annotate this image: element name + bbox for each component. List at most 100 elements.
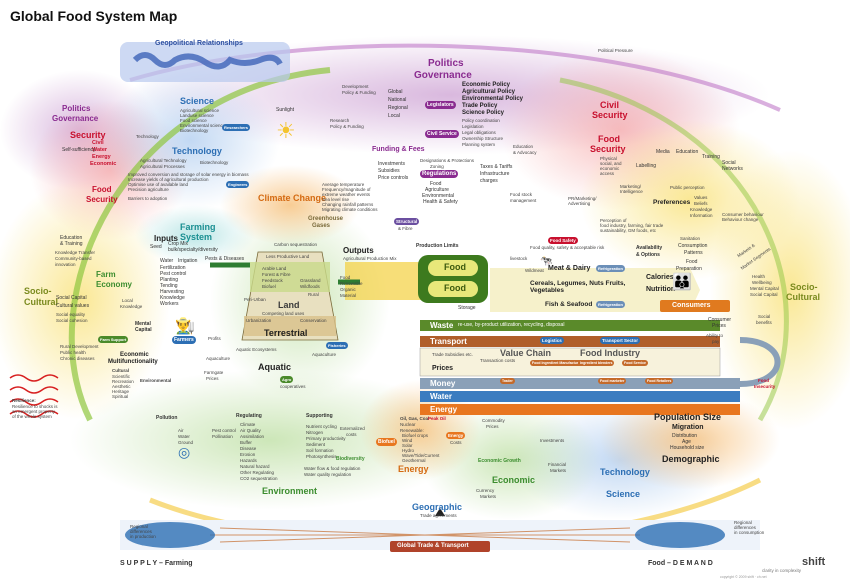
econ-spiritual: Spiritual xyxy=(112,394,129,399)
legislators-badge: Legislators xyxy=(425,101,456,109)
farming-zone xyxy=(135,205,255,265)
financial-1: Financial xyxy=(548,462,567,467)
right-socio-mental: Mental Capital xyxy=(750,286,779,291)
biofuel-badge: Biofuel xyxy=(376,438,397,446)
aquatic-title: Aquatic xyxy=(258,362,292,372)
input-workers: Workers xyxy=(160,301,179,307)
transport-sector-badge: Transport Sector xyxy=(600,337,641,344)
energy-biofuel-crops: Biofuel crops xyxy=(402,433,429,438)
science-bottom-title: Science xyxy=(606,489,641,499)
trade-lines xyxy=(210,527,640,543)
energy-band xyxy=(420,404,740,415)
right-food-security-2: Security xyxy=(590,144,626,154)
input-bulk: bulk/specialty/diversity xyxy=(168,247,218,253)
politics-title: Politics xyxy=(428,58,464,69)
energy-renewable: Renewable: xyxy=(400,428,424,433)
ability-pay-1: Ability to xyxy=(706,333,724,338)
tech-item-1: Agricultural Technology xyxy=(140,158,187,163)
availability-1: Availability xyxy=(636,245,663,251)
land-wildfoods: Wildfoods xyxy=(300,284,320,289)
politics-level-global: Global xyxy=(388,89,403,95)
food-stock-1: Food stock xyxy=(510,192,533,197)
energy-hydro: Hydro xyxy=(402,448,415,453)
climate-item-3: extreme weather events xyxy=(322,192,371,197)
perception-2: food industry, farming, fair trade xyxy=(600,223,664,228)
tech-bullet-1: Improved conversion and storage of solar… xyxy=(128,172,249,177)
sun-icon: ☀ xyxy=(276,118,296,143)
governance-title: Governance xyxy=(414,70,472,81)
energy-nuclear: Nuclear xyxy=(400,422,416,427)
political-pressure: Political Pressure xyxy=(598,48,633,53)
regulating-title: Regulating xyxy=(236,413,262,419)
science-item-4: Environmental science xyxy=(180,123,226,128)
media-label: Media xyxy=(656,149,670,155)
cow-icon: 🐄 xyxy=(540,256,553,267)
econ-cultural: Cultural xyxy=(112,368,130,373)
science-item-3: Food science xyxy=(180,118,207,123)
security-civil: Civil xyxy=(92,140,104,146)
inputs-title: Inputs xyxy=(154,234,178,243)
input-tending: Tending xyxy=(160,283,178,289)
input-knowledge: Knowledge xyxy=(160,295,185,301)
technology-title: Technology xyxy=(172,146,222,156)
local-knowledge-2: Knowledge xyxy=(120,304,143,309)
right-socio-1: Socio- xyxy=(790,282,818,292)
pollution-ground: Ground xyxy=(178,440,194,445)
tech-bullet-2: Increase yields of agricultural producti… xyxy=(128,177,209,182)
climate-change-title: Climate Change xyxy=(258,193,327,203)
left-security-title: Security xyxy=(70,130,106,140)
left-politics-title: Politics xyxy=(62,104,91,113)
geo-left-3: in production xyxy=(130,534,156,539)
right-socio-social: Social Capital xyxy=(750,292,778,297)
politics-sub-3: Legal obligations xyxy=(462,130,496,135)
sup-sediment: Sediment xyxy=(306,442,326,447)
pref-beliefs: Beliefs xyxy=(694,201,708,206)
policy-science: Science Policy xyxy=(462,110,505,116)
externalized-2: costs xyxy=(346,432,357,437)
supply-label: S U P P L Y – Farming xyxy=(120,560,193,567)
sociocultural-right-zone xyxy=(710,150,850,430)
science-zone xyxy=(100,70,280,210)
waste-text: re-use, by-product utilization, recyclin… xyxy=(458,322,565,328)
consumers-people-icon: 👪 xyxy=(672,274,692,291)
land-arable: Arable Land xyxy=(262,266,287,271)
public-perception: Public perception xyxy=(670,185,705,190)
consumers-box xyxy=(660,300,730,312)
rural-2: Public health xyxy=(60,350,86,355)
civil-security-1: Civil xyxy=(600,100,620,110)
availability-2: & Options xyxy=(636,252,660,258)
science-item-5: Biotechnology xyxy=(180,128,209,133)
money-band xyxy=(420,378,740,389)
green-loop-arc-2 xyxy=(559,77,789,422)
food-quality: Food quality, safety & acceptable risk xyxy=(530,245,605,250)
left-food-security-1: Food xyxy=(92,185,112,194)
reg-buffer: Buffer xyxy=(240,440,252,445)
right-fs-item-3: economic xyxy=(600,166,620,171)
right-socio-benefits: benefits xyxy=(756,320,772,325)
household-label: Household size xyxy=(670,445,705,451)
fish-label: Fish & Seafood xyxy=(545,301,593,308)
aquaculture-right: Aquaculture xyxy=(312,352,337,357)
food-to-consumers-arrow xyxy=(490,268,700,312)
land-rural: Rural xyxy=(308,292,319,297)
farm-support-badge: Farm Support xyxy=(98,336,129,343)
logo-subtitle: clarity in complexity xyxy=(762,568,802,573)
livestock-label: livestock xyxy=(510,256,528,261)
funding-item-3: Price controls xyxy=(378,175,409,181)
cereals-label: Cereals, Legumes, Nuts Fruits, Vegetable… xyxy=(530,280,626,295)
energy-wave: Wave/Tide/Current xyxy=(402,453,440,458)
energy-peak-oil: Peak Oil xyxy=(428,416,446,421)
energy-wind: Wind xyxy=(402,438,413,443)
profits-label: Profits xyxy=(208,336,221,341)
center-triangle xyxy=(435,508,445,516)
meat-dairy-label: Meat & Dairy xyxy=(548,265,591,272)
econ-scientific: Scientific xyxy=(112,374,131,379)
geo-right-3: in consumption xyxy=(734,530,765,535)
security-water: Water xyxy=(92,147,108,153)
energy-section-title: Energy xyxy=(398,464,429,474)
land-forest: Forest & Fibre xyxy=(262,272,291,277)
agro-coop-2: cooperatives xyxy=(280,384,306,389)
food-tube-inner-2 xyxy=(428,281,478,297)
input-irrigation: Irrigation xyxy=(178,258,198,264)
consumer-prices-1: Consumer xyxy=(708,317,732,323)
